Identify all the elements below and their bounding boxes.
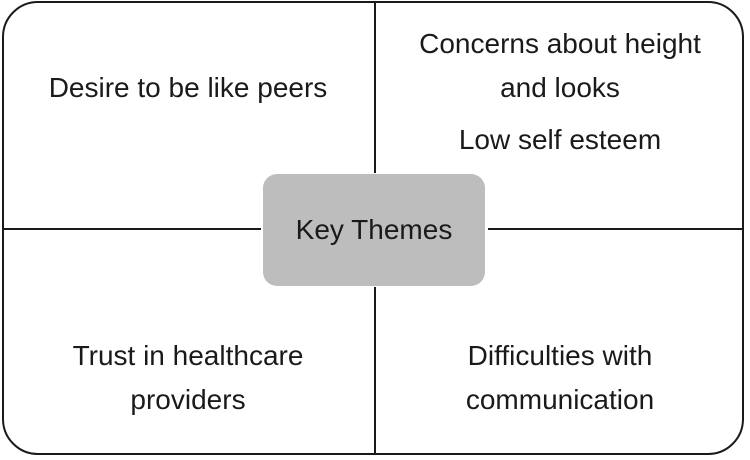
center-label: Key Themes (295, 214, 453, 245)
theme-line: and looks (500, 72, 620, 103)
quadrant-bottom-left: Trust in healthcare providers (3, 334, 373, 422)
divider-horizontal-right (488, 228, 744, 230)
theme-line: providers (130, 384, 246, 415)
divider-vertical-bottom (374, 287, 376, 454)
quadrant-top-right: Concerns about height and looks Low self… (376, 22, 744, 162)
center-key-themes-box: Key Themes (263, 174, 485, 286)
theme-line: Difficulties with (467, 340, 653, 371)
theme-line: communication (465, 384, 655, 415)
divider-horizontal-left (3, 228, 261, 230)
theme-line: Trust in healthcare (72, 340, 304, 371)
theme-concerns-about-height: Concerns about height and looks (419, 22, 701, 110)
theme-line: Low self esteem (458, 124, 662, 155)
quadrant-top-left: Desire to be like peers (3, 64, 373, 112)
divider-vertical-top (374, 3, 376, 173)
theme-desire-to-be-like-peers: Desire to be like peers (48, 72, 328, 103)
theme-low-self-esteem: Low self esteem (459, 118, 661, 162)
theme-line: Concerns about height (419, 28, 701, 59)
quadrant-bottom-right: Difficulties with communication (376, 334, 744, 422)
